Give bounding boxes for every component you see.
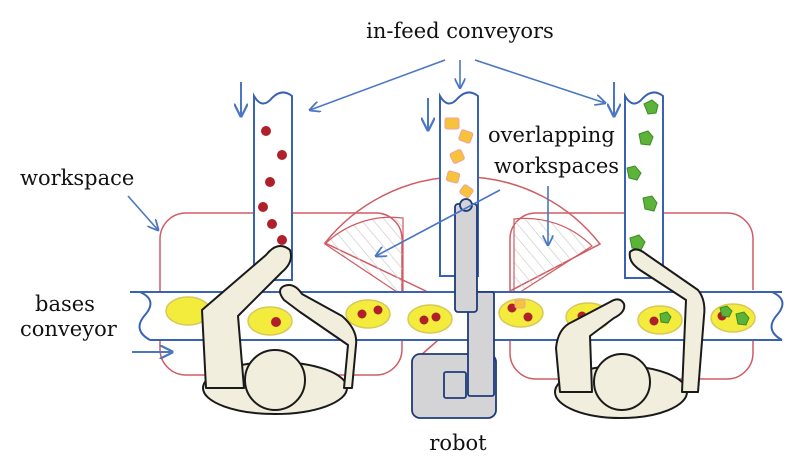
tomato-topping (261, 126, 271, 136)
worker-right-figure (554, 248, 706, 419)
pizza-base (345, 299, 391, 329)
pineapple-topping (449, 149, 465, 164)
pepper-topping (659, 311, 672, 324)
tomato-topping (649, 316, 659, 326)
tomato-topping (357, 309, 367, 319)
pineapple-topping (458, 129, 474, 144)
infeed-conveyor-left (241, 82, 293, 281)
infeed-conveyors (241, 82, 664, 281)
pizza-base (407, 304, 453, 334)
tomato-topping (523, 312, 533, 322)
tomato-topping (271, 317, 281, 327)
infeed-label-arrow-left (310, 59, 446, 110)
tomato-topping (431, 312, 441, 322)
pepper-topping (638, 130, 654, 146)
pepper-topping (642, 195, 658, 212)
label-workspace: workspace (20, 166, 134, 190)
pepper-topping (643, 99, 659, 115)
tomato-topping (277, 150, 287, 160)
label-workspaces: workspaces (494, 154, 619, 178)
infeed-conveyor-right (614, 82, 664, 279)
label-bases: bases (35, 292, 95, 316)
pineapple-topping (459, 184, 474, 199)
infeed-label-arrow-right (474, 59, 605, 103)
pineapple-topping (445, 170, 461, 184)
workspace-label-arrow (127, 195, 158, 230)
pepper-topping (719, 305, 733, 318)
tomato-topping (507, 303, 517, 313)
pineapple-topping (444, 117, 460, 130)
pepper-topping (735, 311, 750, 326)
worker-left-figure (201, 245, 358, 415)
pepper-topping (626, 165, 642, 181)
pepper-topping (629, 234, 646, 251)
overlap-sector-right (513, 217, 593, 298)
overlap-sector-left (324, 216, 404, 298)
tomato-topping (419, 315, 429, 325)
label-conveyor: conveyor (20, 317, 118, 341)
pineapple-topping (514, 299, 526, 309)
tomato-topping (277, 235, 287, 245)
label-overlapping: overlapping (488, 123, 615, 147)
label-arrows (127, 59, 605, 256)
overlap-label-arrow-left (376, 189, 501, 256)
pizza-base (637, 305, 683, 335)
tomato-topping (373, 305, 383, 315)
robot-arm-figure (411, 198, 497, 419)
tomato-topping (267, 219, 277, 229)
tomato-topping (258, 202, 268, 212)
label-infeed-conveyors: in-feed conveyors (366, 19, 554, 43)
tomato-topping (265, 177, 275, 187)
pizza-base (247, 306, 293, 336)
label-robot: robot (429, 431, 487, 455)
